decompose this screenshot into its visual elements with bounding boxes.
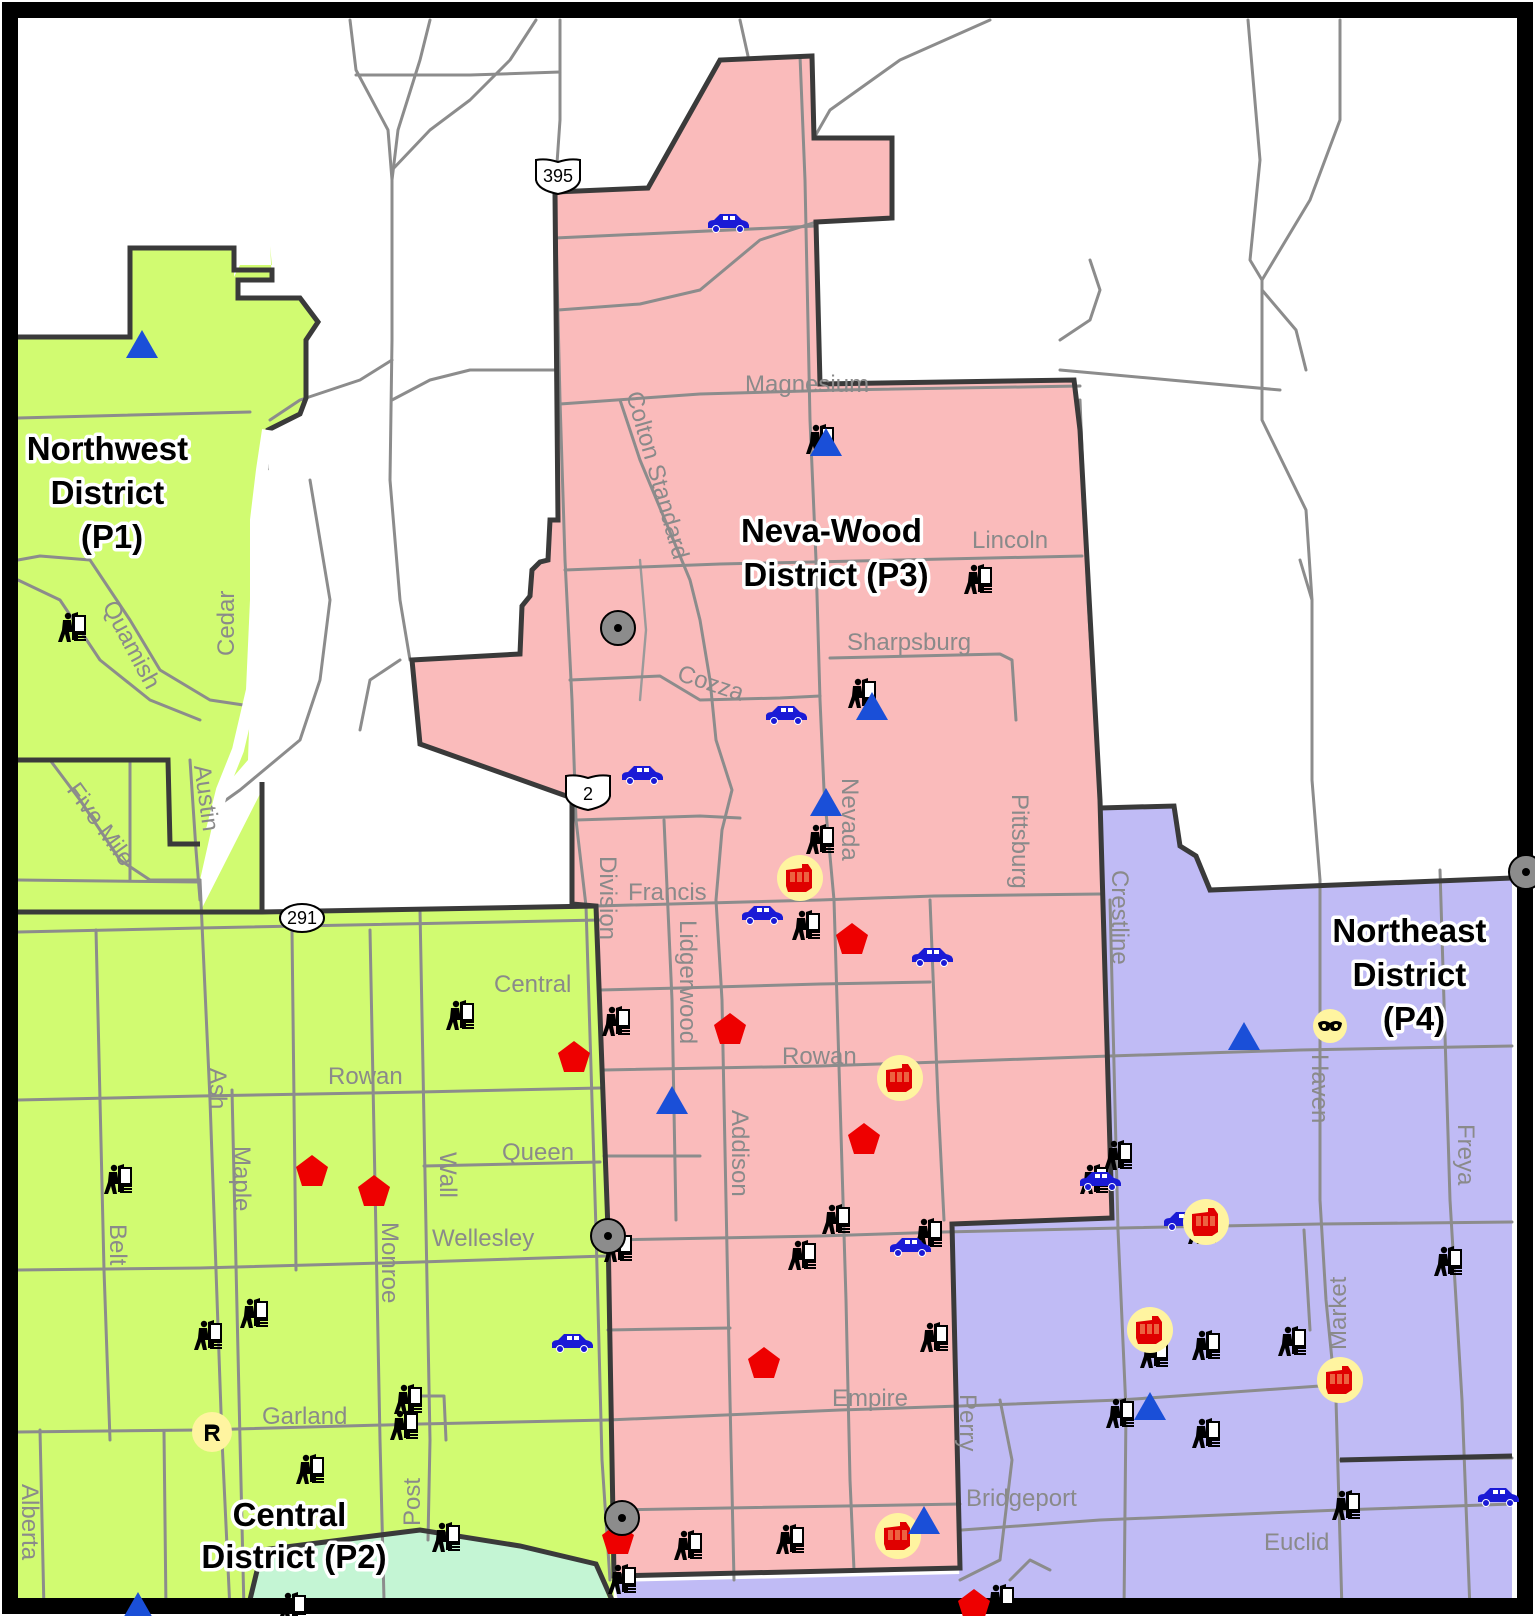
assault-fist-icon: [777, 855, 823, 901]
street-label-ash: Ash: [204, 1068, 231, 1109]
assault-fist-icon: [1183, 1199, 1229, 1245]
street-label-lidgerwood: Lidgerwood: [674, 920, 701, 1044]
svg-text:395: 395: [543, 166, 573, 186]
svg-text:2: 2: [583, 784, 593, 804]
street-label-bridgeport: Bridgeport: [966, 1485, 1077, 1512]
district-p3-area[interactable]: [412, 56, 1112, 1576]
street-label-maple: Maple: [228, 1146, 255, 1211]
target-circle-icon: [604, 1500, 640, 1536]
assault-fist-icon: [875, 1513, 921, 1559]
street-label-wellesley: Wellesley: [432, 1225, 534, 1252]
street-label-market: Market: [1325, 1276, 1352, 1350]
street-label-sharpsburg: Sharpsburg: [847, 629, 971, 656]
target-circle-icon: [590, 1218, 626, 1254]
district-labels: Northwest District (P1) Central District…: [23, 427, 1495, 1579]
street-label-magnesium: Magnesium: [745, 371, 869, 398]
district-label-p3: Neva-Wood District (P3): [741, 512, 931, 593]
street-label-pittsburg: Pittsburg: [1006, 794, 1033, 889]
street-label-central: Central: [494, 971, 571, 998]
street-label-garland: Garland: [262, 1403, 347, 1430]
street-label-queen: Queen: [502, 1139, 574, 1166]
assault-fist-icon: [1127, 1307, 1173, 1353]
street-label-nevada: Nevada: [836, 778, 863, 861]
street-label-freya: Freya: [1452, 1124, 1479, 1186]
river: [206, 429, 274, 832]
district-p2-area[interactable]: [18, 790, 614, 1610]
district-label-p1: Northwest District (P1): [27, 430, 198, 555]
street-label-belt: Belt: [104, 1224, 131, 1266]
street-label-lincoln: Lincoln: [972, 527, 1048, 554]
street-label-rowan-east: Rowan: [782, 1043, 857, 1070]
street-label-crestline: Crestline: [1106, 870, 1133, 965]
district-fills: [18, 56, 1512, 1610]
street-label-haven: Haven: [1306, 1054, 1333, 1123]
district-p5-area[interactable]: [248, 1530, 612, 1610]
street-label-empire: Empire: [832, 1385, 908, 1412]
highway-shields: 395 2 291: [279, 158, 611, 933]
street-label-euclid: Euclid: [1264, 1529, 1329, 1556]
district-p4-area[interactable]: [952, 806, 1512, 1610]
target-circle-icon: [600, 610, 636, 646]
street-labels: Magnesium Colton Standard Lincoln Sharps…: [16, 371, 1479, 1561]
svg-text:291: 291: [287, 908, 317, 928]
robbery-mask-icon: [1313, 1009, 1347, 1043]
street-label-post: Post: [399, 1478, 426, 1526]
street-label-wall: Wall: [434, 1152, 461, 1198]
street-label-rowan-west: Rowan: [328, 1063, 403, 1090]
r-badge-icon: [191, 1411, 233, 1453]
street-label-division: Division: [594, 856, 621, 940]
road-network: [16, 18, 1514, 1612]
district-label-p4: Northeast District (P4): [1332, 912, 1495, 1037]
street-label-addison: Addison: [726, 1110, 753, 1197]
street-label-francis: Francis: [628, 879, 707, 906]
street-label-perry: Perry: [954, 1394, 981, 1451]
street-label-cedar: Cedar: [213, 591, 240, 656]
assault-fist-icon: [877, 1055, 923, 1101]
street-label-monroe: Monroe: [376, 1222, 403, 1303]
assault-fist-icon: [1317, 1357, 1363, 1403]
district-label-p2: Central District (P2): [201, 1496, 386, 1575]
us-395-shield: 395: [535, 158, 581, 195]
us-2-shield: 2: [565, 774, 611, 811]
target-circle-icon: [1508, 854, 1535, 890]
sr-291-shield: 291: [279, 903, 325, 933]
street-label-alberta: Alberta: [16, 1484, 43, 1561]
